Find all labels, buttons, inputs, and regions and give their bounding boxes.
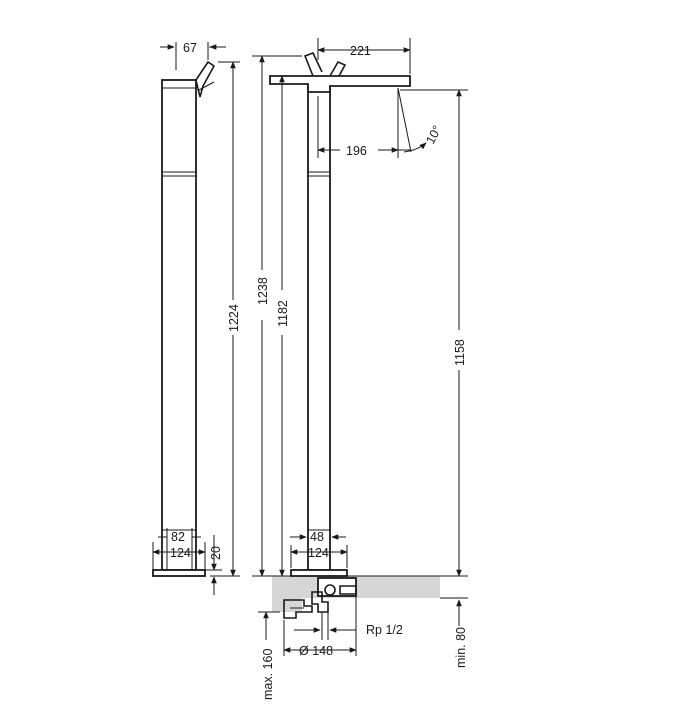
- dim-spout-angle: 10°: [423, 123, 444, 146]
- front-view-column: [307, 83, 331, 571]
- front-view-spout: [269, 75, 411, 93]
- dim-spout-reach: 196: [346, 144, 367, 158]
- dim-base-inner-width: 82: [171, 530, 185, 544]
- dim-thread: Rp 1/2: [366, 623, 403, 637]
- side-view-handle: [195, 60, 216, 98]
- dim-base-width-front: 124: [308, 546, 329, 560]
- front-view: 221 1238 1182 196 10° 1158 48: [252, 38, 468, 700]
- side-view: 67 1224 82 124 20: [152, 41, 241, 595]
- dim-handle-depth: 67: [183, 41, 197, 55]
- dim-column-width: 48: [310, 530, 324, 544]
- dim-spout-length-top: 221: [350, 44, 371, 58]
- side-view-column: [161, 79, 197, 571]
- front-view-lever: [303, 51, 323, 77]
- dim-min-depth: min. 80: [454, 627, 468, 668]
- dim-base-plate-height: 20: [209, 546, 223, 560]
- side-view-base-plate: [152, 569, 206, 577]
- dim-mount-diameter: Ø 148: [299, 644, 333, 658]
- dim-base-width-side: 124: [170, 546, 191, 560]
- dim-side-total-height: 1224: [227, 304, 241, 332]
- dim-outlet-height: 1158: [453, 339, 467, 366]
- front-view-base-plate: [290, 569, 348, 577]
- dim-total-height: 1238: [256, 277, 270, 305]
- dim-body-height: 1182: [276, 300, 290, 327]
- dim-max-depth: max. 160: [261, 649, 275, 700]
